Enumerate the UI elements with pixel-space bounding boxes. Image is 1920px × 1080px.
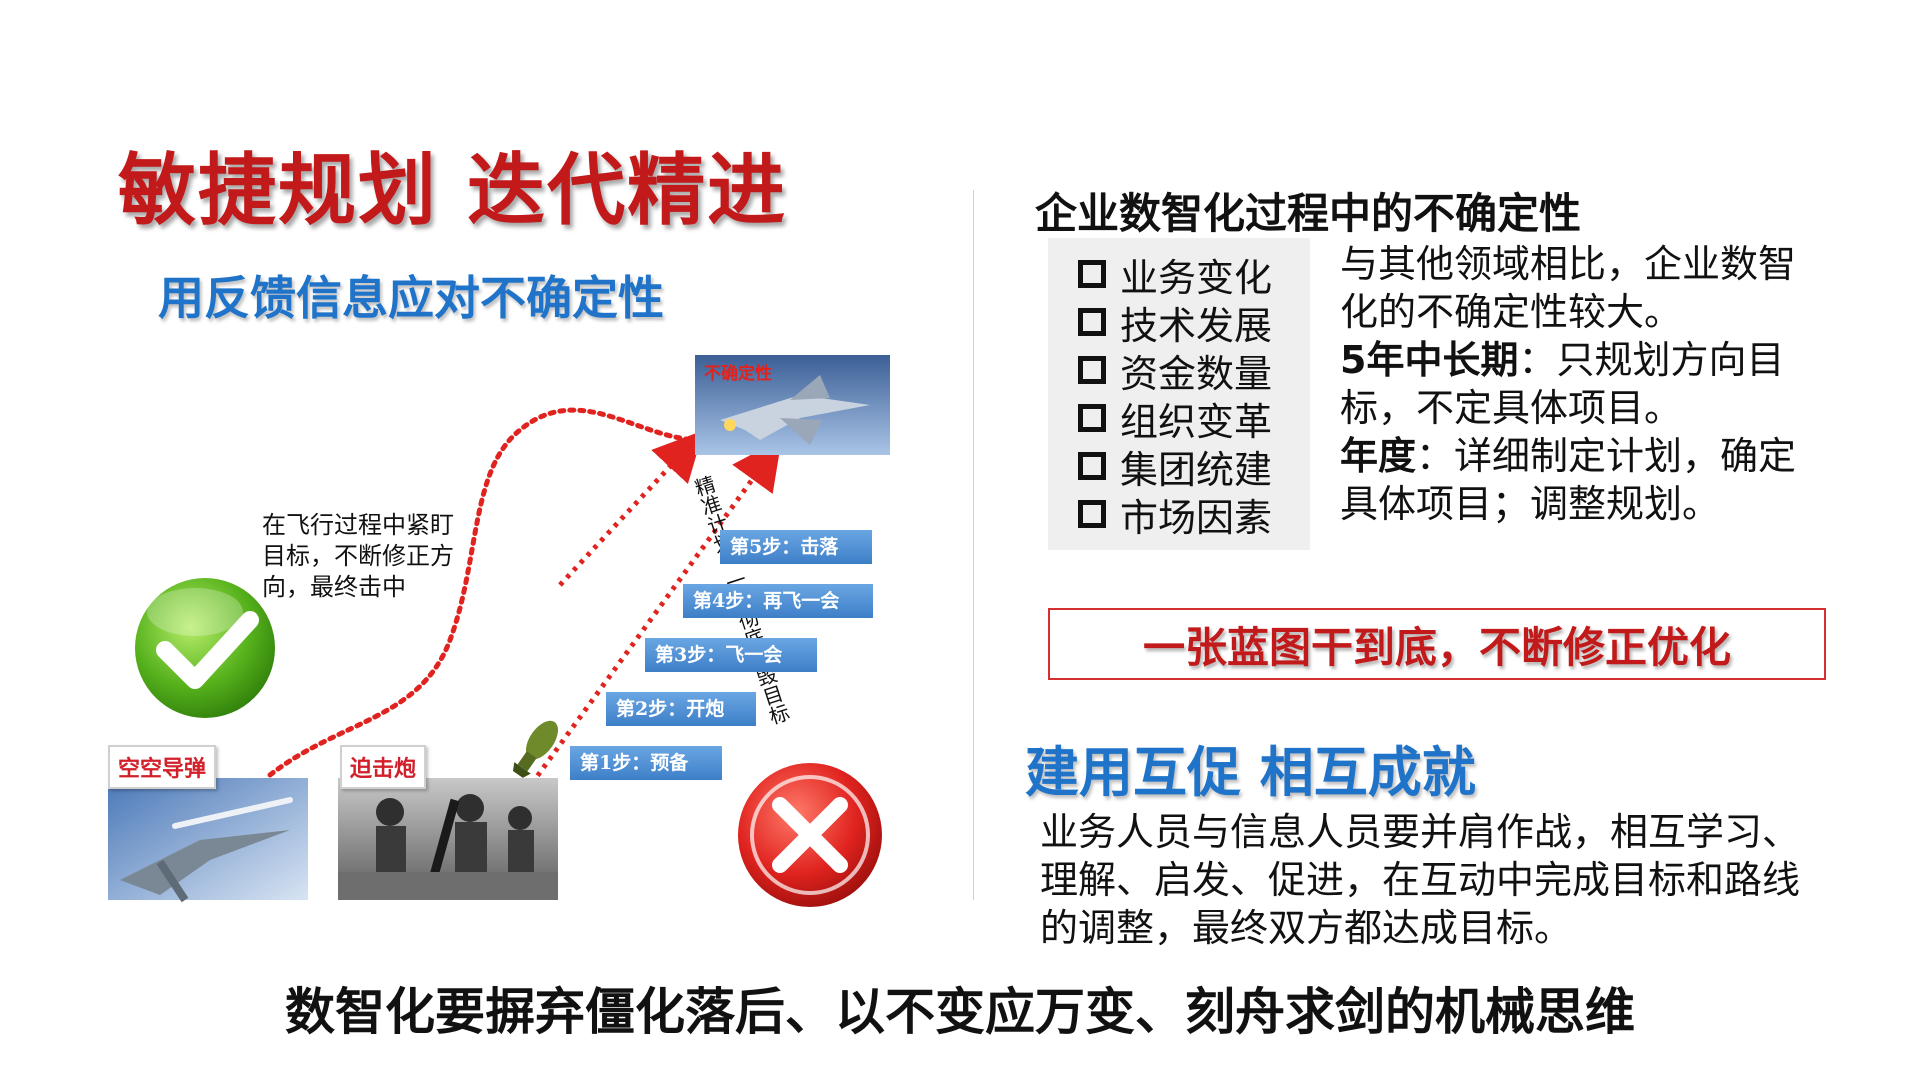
- factor-item: 市场因素: [1078, 490, 1272, 540]
- uncertainty-description: 与其他领域相比，企业数智化的不确定性较大。 5年中长期：只规划方向目标，不定具体…: [1340, 242, 1797, 526]
- checkbox-icon: [1078, 260, 1106, 288]
- factor-list-box: 业务变化 技术发展 资金数量 组织变革 集团统建 市场因素: [1048, 238, 1310, 550]
- subtitle: 用反馈信息应对不确定性: [158, 271, 664, 325]
- step-3: 第3步：飞一会: [645, 638, 817, 672]
- main-title: 敏捷规划 迭代精进: [118, 146, 788, 236]
- factor-item: 资金数量: [1078, 346, 1272, 396]
- step-1: 第1步：预备: [570, 746, 722, 780]
- checkbox-icon: [1078, 452, 1106, 480]
- slogan-text: 一张蓝图干到底，不断修正优化: [1142, 622, 1731, 672]
- check-icon: [135, 578, 275, 718]
- checkbox-icon: [1078, 356, 1106, 384]
- mortar-shell-icon: [512, 720, 558, 778]
- mutual-text: 业务人员与信息人员要并肩作战，相互学习、理解、启发、促进，在互动中完成目标和路线…: [1040, 810, 1801, 950]
- trajectory-diagram: [108, 355, 890, 907]
- factor-item: 集团统建: [1078, 442, 1272, 492]
- missile-tag: 空空导弹: [108, 745, 217, 789]
- mutual-title: 建用互促 相互成就: [1025, 741, 1476, 804]
- uncertainty-title: 企业数智化过程中的不确定性: [1035, 189, 1582, 238]
- factor-item: 组织变革: [1078, 394, 1272, 444]
- mortar-tag: 迫击炮: [340, 745, 427, 789]
- missile-trajectory: [267, 407, 703, 778]
- missile-jet-image: [108, 778, 308, 903]
- factor-item: 技术发展: [1078, 298, 1272, 348]
- checkbox-icon: [1078, 308, 1106, 336]
- slogan-box: 一张蓝图干到底，不断修正优化: [1048, 608, 1826, 680]
- mortar-trajectory: [517, 438, 782, 802]
- factor-item: 业务变化: [1078, 250, 1272, 300]
- target-jet-image: [695, 355, 890, 455]
- step-2: 第2步：开炮: [606, 692, 756, 726]
- feedback-note: 在飞行过程中紧盯 目标，不断修正方 向，最终击中: [262, 511, 454, 601]
- step-4: 第4步：再飞一会: [683, 584, 873, 618]
- mortar-crew-image: [338, 778, 558, 900]
- cross-icon: [738, 763, 882, 907]
- uncertainty-tag: 不确定性: [704, 364, 772, 384]
- checkbox-icon: [1078, 404, 1106, 432]
- footer-statement: 数智化要摒弃僵化落后、以不变应万变、刻舟求剑的机械思维: [285, 983, 1635, 1041]
- section-divider: [973, 190, 974, 900]
- step-5: 第5步：击落: [720, 530, 872, 564]
- checkbox-icon: [1078, 500, 1106, 528]
